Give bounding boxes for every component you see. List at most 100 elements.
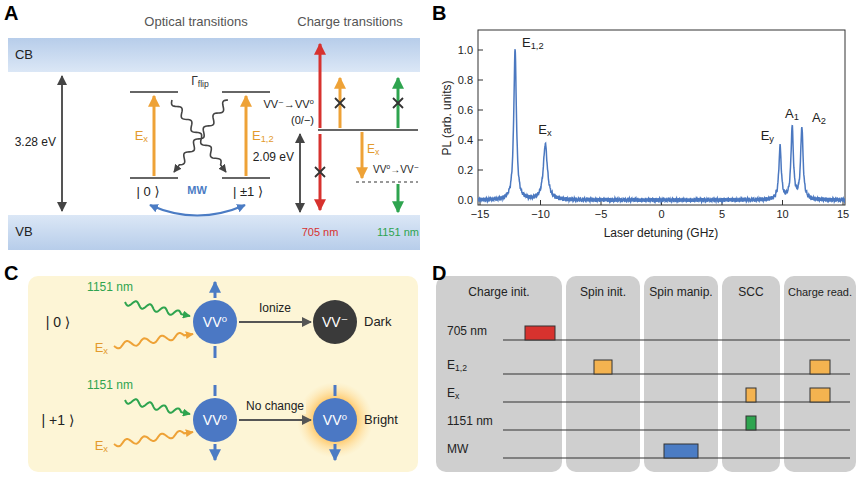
annotation-label: Dark [364,315,391,330]
step-heading: Charge init. [468,286,529,300]
annotation-label: Bright [364,413,398,428]
plot-frame [478,30,845,205]
pulses [525,326,830,458]
annotation-label: E1,2 [447,359,467,373]
annotation-label: E1,2 [252,129,274,144]
annotation-label: 15 [837,208,849,221]
timing-line [503,429,850,430]
annotation-label: A2 [812,111,826,126]
panel-letter: A [4,2,18,25]
green-pulse [746,416,756,430]
scc-panel-ground [28,276,418,472]
e12-transition-arrow [245,96,248,176]
symbol-subscript: x [143,134,148,144]
spin-arrow-tail [334,385,337,396]
timing-line [503,401,850,402]
spin-flip-wave [174,100,228,172]
ground-level [130,177,178,179]
bandgap-arrow [61,76,63,211]
cross-mark [335,98,345,108]
annotation-label: VV⁻→VV⁰ [263,98,314,111]
annotation-label: | 0 ⟩ [46,314,71,330]
x-tick [540,200,541,205]
annotation-label: | +1 ⟩ [42,412,75,428]
spin-up-arrow [214,282,217,298]
ex-transition-arrow [153,96,156,176]
symbol-subscript: 1,2 [531,41,544,51]
spin-down-arrow [334,444,337,460]
symbol-subscript: x [103,346,108,356]
step-heading: Spin init. [580,286,626,300]
pl-spectrum [478,49,845,202]
annotation-label: Ex [538,123,551,138]
symbol-base: E [447,386,455,400]
symbol-base: E [252,128,261,143]
microwave-arrow [150,205,245,216]
annotation-label: 1151 nm [377,226,419,239]
annotation-label: 0.2 [458,164,473,177]
excited-level [222,91,270,93]
spin-arrow-tail [214,346,217,358]
mw-pulse [664,444,698,458]
annotation-label: Charge transitions [297,15,403,30]
energy-levels [130,92,270,178]
annotation-label: 1.0 [458,44,473,57]
symbol-base: E [761,128,770,143]
ex-pulse [810,388,830,402]
excited-level [130,91,178,93]
defect-circle: VV⁰ [193,398,237,442]
panel-letter: C [4,262,18,285]
step-heading: Spin manip. [649,286,712,300]
defect-circle: VV⁰ [193,300,237,344]
annotation-label: Ex [367,143,379,157]
symbol-subscript: x [103,444,108,454]
annotation-label: 0.8 [458,74,473,87]
symbol-subscript: 1 [794,112,799,122]
spin-arrow-tail [214,385,217,396]
yellow-down-arrow [361,132,364,178]
green-down-arrow [397,184,400,212]
annotation-label: 3.28 eV [15,136,56,150]
annotation-label: MW [447,443,468,457]
annotation-label: 0.6 [458,104,473,117]
charge-level [318,129,418,131]
annotation-label: CB [15,48,33,63]
valence-band [8,215,420,250]
charge-state-label: VV⁰ [323,412,347,428]
symbol-subscript: x [375,147,379,157]
level-energy-arrow [299,134,301,212]
y-tick [478,170,483,171]
axis-ticks [478,50,843,205]
annotation-label: 0.0 [458,194,473,207]
vv-level-dashed [356,181,418,182]
annotation-label: −15 [471,208,490,221]
laser-wave [125,301,190,316]
panel-letter: B [432,2,446,25]
step-heading: Charge read. [788,286,852,299]
panel-letter: D [432,262,446,285]
symbol-base: E [95,340,104,355]
symbol-base: A [785,106,794,121]
transition-arrow [239,419,311,421]
defect-circle: VV⁻ [313,300,357,344]
annotation-label: A1 [785,107,799,122]
annotation-label: | ±1 ⟩ [233,185,263,200]
annotation-label: −10 [531,208,550,221]
y-tick [478,110,483,111]
spin-down-arrow [214,444,217,460]
y-tick [478,50,483,51]
annotation-label: PL (arb. units) [441,81,455,156]
annotation-label: Laser detuning (GHz) [604,227,719,241]
spin-flip-wave [172,100,226,172]
symbol-subscript: y [769,134,774,144]
edge-label: Ionize [257,302,293,316]
symbol-base: Γ [191,74,198,88]
defect-circle: VV⁰ [313,398,357,442]
annotation-label: Ex [95,439,108,454]
symbol-subscript: x [455,391,459,401]
conduction-band [8,38,420,72]
ex-pulse [746,388,756,402]
annotation-label: 5 [719,208,725,221]
